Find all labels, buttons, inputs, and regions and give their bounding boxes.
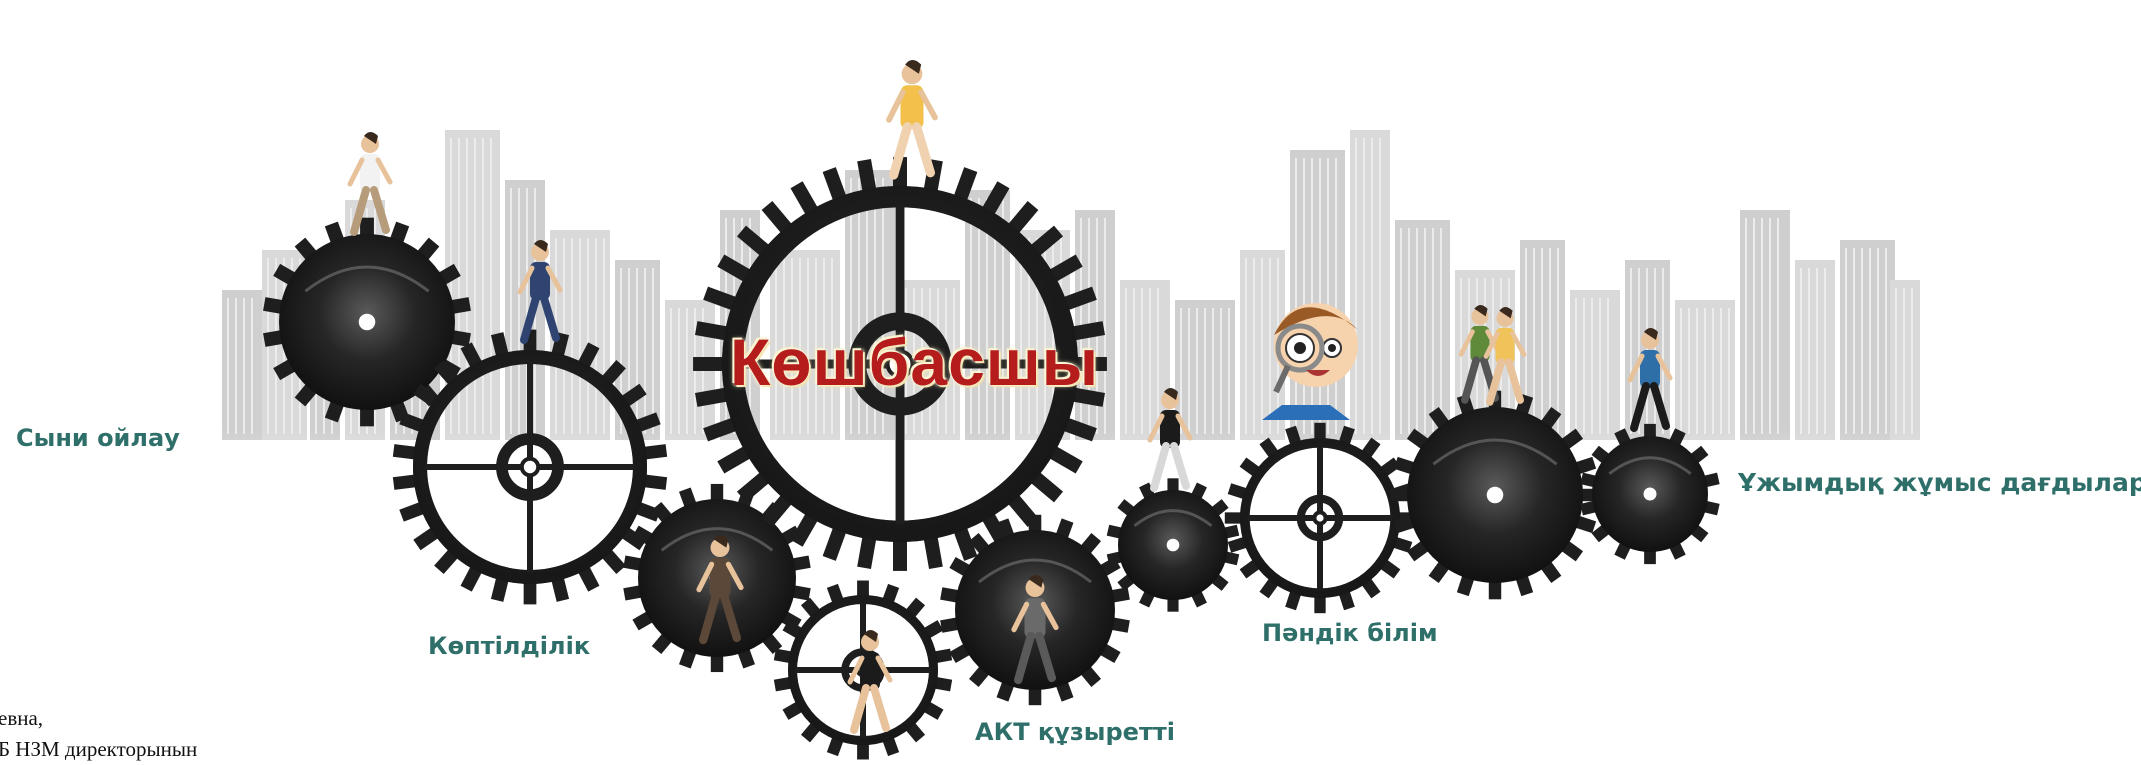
gear-icon: [392, 329, 668, 605]
label-teamwork: Ұжымдық жұмыс дағдылары: [1738, 468, 2141, 497]
magnifier-boy-icon: [1262, 303, 1358, 420]
person-figure-icon: [347, 132, 393, 236]
people-group: [347, 60, 1673, 734]
person-figure-icon: [696, 535, 744, 645]
corner-text-line-2: Б НЗМ директорынын: [0, 737, 198, 761]
label-ict-competence: АКТ құзыретті: [975, 718, 1176, 746]
label-subject-knowledge: Пәндік білім: [1262, 619, 1438, 647]
label-multilingualism: Көптілділік: [428, 632, 591, 660]
gear-icon: [1580, 423, 1720, 565]
gear-icon: [693, 157, 1107, 571]
person-figure-icon: [1147, 388, 1193, 492]
person-figure-icon: [886, 60, 938, 180]
person-figure-icon: [847, 630, 893, 734]
person-figure-icon: [1483, 307, 1527, 406]
gear-icon: [263, 217, 471, 427]
person-figure-icon: [1458, 305, 1502, 404]
corner-text-line-1: евна,: [0, 706, 44, 730]
diagram-title: Көшбасшы: [730, 325, 1100, 399]
label-critical-thinking: Сыни ойлау: [16, 424, 180, 452]
person-figure-icon: [1011, 575, 1059, 685]
gear-icon: [1390, 390, 1600, 600]
person-figure-icon: [517, 240, 563, 344]
person-figure-icon: [1627, 328, 1673, 432]
